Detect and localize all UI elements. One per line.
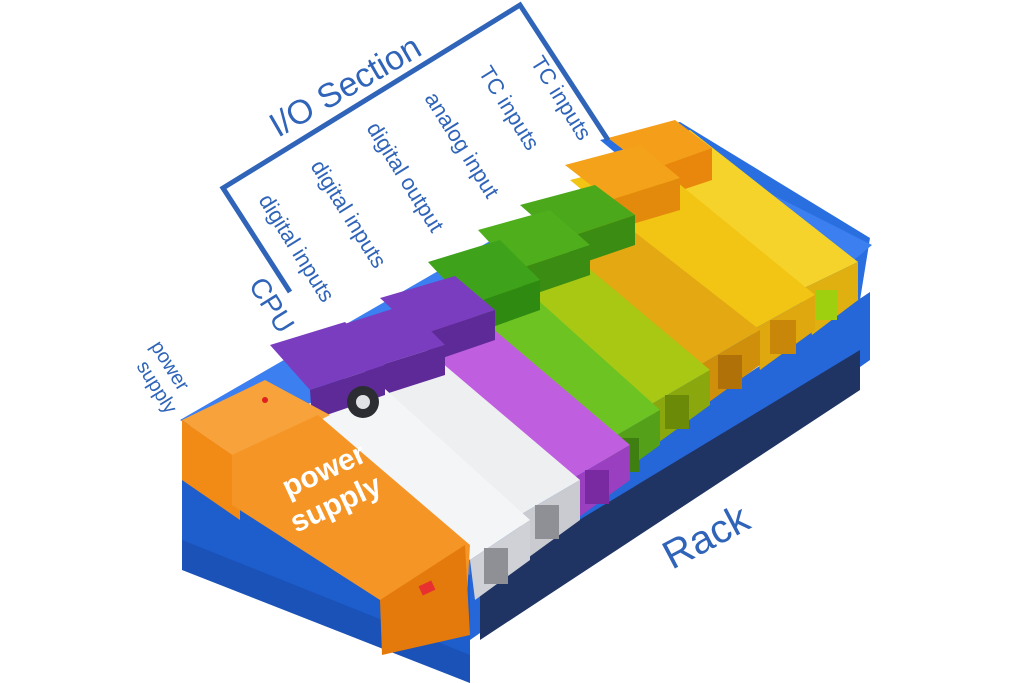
module-power-supply: [182, 380, 470, 655]
power-led-icon: [262, 397, 268, 403]
module-cpu: [270, 322, 530, 600]
power-indicator-icon: [418, 580, 436, 596]
rack-dark-channel: [480, 350, 860, 640]
slot-label-3: digital output: [362, 117, 449, 236]
slot-label-2: digital inputs: [306, 155, 392, 272]
slot-label-4: analog input: [420, 87, 505, 202]
io-section-bracket: [219, 1, 611, 294]
cpu-label: CPU: [243, 272, 301, 339]
io-section-label: I/O Section: [263, 28, 428, 145]
